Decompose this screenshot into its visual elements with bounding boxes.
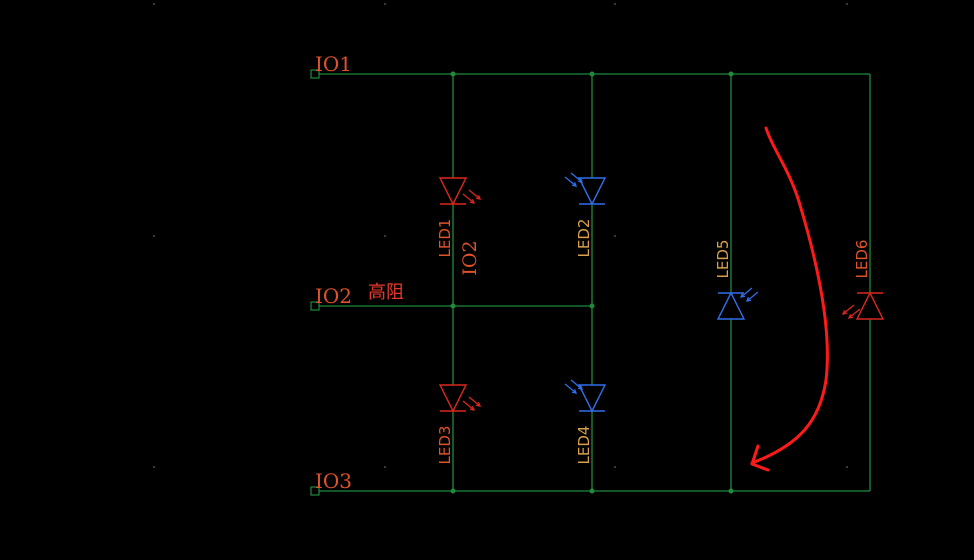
arrow-head [750,444,770,472]
high-impedance-note: 高阻 [368,282,404,303]
port-io1[interactable]: IO1 [310,52,352,79]
led3-label: LED3 [436,426,454,465]
junction-dot [728,488,734,494]
led3-body [438,384,468,413]
junction-dot [589,488,595,494]
led1-light-arrow-1 [462,193,475,204]
led2-light-arrow-1-head [571,182,578,187]
led5-light-arrow-1-head [745,297,752,302]
junctions [450,71,734,494]
led6-light-arrow-1-head [847,314,854,319]
junction-dot [450,303,456,309]
arrow-curve [750,126,829,465]
led6-light-arrow-1 [848,308,861,319]
led4-light-arrow-1-head [571,389,578,394]
junction-dot [728,71,734,77]
junction-dot [450,488,456,494]
led3-light-arrow-2 [468,396,481,407]
led6-light-arrow-2 [842,304,855,315]
led5-body [716,291,746,320]
led4-light-arrow-2-head [577,385,584,390]
port-io2[interactable]: IO2 [310,284,352,311]
led1-body [438,177,468,206]
hand-drawn-arrow [750,126,829,472]
led2-body [577,177,607,206]
led2-light-arrow-2-head [577,178,584,183]
led6-light-arrow-2-head [841,310,848,315]
led5-light-arrow-1 [746,291,759,302]
led4-light-arrow-2 [570,379,583,390]
port-io1-label: IO1 [315,52,352,76]
io2-rotated-label: IO2 [459,240,481,275]
led1-light-arrow-2-head [475,195,482,200]
led5-label: LED5 [714,240,732,279]
junction-dot [589,71,595,77]
led6-body [855,291,885,320]
port-io2-label: IO2 [315,284,352,308]
led1-label: LED1 [436,219,454,258]
led3-light-arrow-2-head [475,402,482,407]
port-io3-label: IO3 [315,469,352,493]
led1-symbol[interactable]: LED1 [436,177,482,258]
led2-light-arrow-2 [570,172,583,183]
led5-light-arrow-2-head [739,293,746,298]
junction-dot [589,303,595,309]
junction-dot [450,71,456,77]
led3-light-arrow-1 [462,400,475,411]
led5-symbol[interactable]: LED5 [714,240,759,320]
port-io3-terminal[interactable] [310,486,320,496]
led5-light-arrow-2 [740,287,753,298]
port-io1-terminal[interactable] [310,69,320,79]
led2-label: LED2 [575,219,593,258]
led4-label: LED4 [575,426,593,465]
led2-symbol[interactable]: LED2 [564,172,607,258]
led4-body [577,384,607,413]
led2-light-arrow-1 [564,176,577,187]
led4-light-arrow-1 [564,383,577,394]
led3-symbol[interactable]: LED3 [436,384,482,465]
grid-dots [153,3,848,468]
led6-symbol[interactable]: LED6 [841,240,885,320]
led1-light-arrow-2 [468,189,481,200]
led1-light-arrow-1-head [469,199,476,204]
port-io2-terminal[interactable] [310,301,320,311]
port-io3[interactable]: IO3 [310,469,352,496]
led3-light-arrow-1-head [469,406,476,411]
led4-symbol[interactable]: LED4 [564,379,607,465]
led6-label: LED6 [853,240,871,279]
